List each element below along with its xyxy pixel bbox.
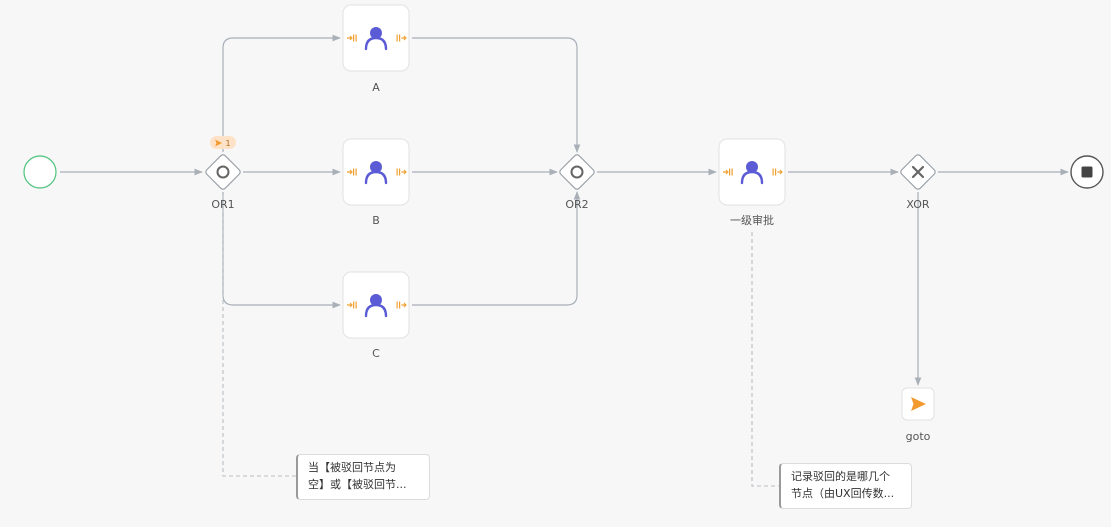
- annotation-line: 节点（由UX回传数...: [791, 487, 895, 500]
- edges: [60, 34, 1069, 386]
- annotation-line: 记录驳回的是哪几个: [791, 470, 890, 483]
- gateway-xor[interactable]: [900, 154, 937, 191]
- edge-or1-c[interactable]: [222, 192, 341, 309]
- gateway-xor-label: XOR: [906, 198, 929, 211]
- association-lines: [222, 195, 779, 487]
- edge-c-or2[interactable]: [412, 191, 581, 306]
- gateway-or2-label: OR2: [565, 198, 588, 211]
- exclusive-gateway-icon: [911, 165, 925, 179]
- inclusive-gateway-icon: [216, 165, 230, 179]
- edge-a-or2[interactable]: [412, 37, 581, 153]
- task-b-label: B: [372, 214, 380, 227]
- task-approval-label: 一级审批: [730, 213, 774, 227]
- send-icon: [911, 397, 926, 411]
- stop-icon: [1081, 166, 1093, 178]
- gateway-or1-label: OR1: [211, 198, 234, 211]
- end-event[interactable]: [1070, 155, 1104, 189]
- task-c[interactable]: [342, 271, 410, 339]
- annotation-line: 当【被驳回节点为: [308, 461, 396, 474]
- annotation-approval-note[interactable]: 记录驳回的是哪几个 节点（由UX回传数...: [779, 463, 912, 509]
- goto-label: goto: [906, 430, 931, 443]
- association-approval-note: [751, 232, 779, 487]
- task-a-label: A: [372, 81, 380, 94]
- gateway-or2[interactable]: [559, 154, 596, 191]
- gateway-or1[interactable]: [205, 154, 242, 191]
- task-approval[interactable]: [718, 138, 786, 206]
- inclusive-gateway-icon: [570, 165, 584, 179]
- annotation-line: 空】或【被驳回节...: [308, 478, 407, 491]
- edge-or1-a[interactable]: [222, 34, 341, 152]
- task-c-label: C: [372, 347, 380, 360]
- badge-count: 1: [225, 139, 230, 148]
- send-count-badge[interactable]: 1: [210, 136, 236, 149]
- association-or1-note: [222, 195, 296, 477]
- goto-node[interactable]: [901, 387, 935, 421]
- annotation-or1-note[interactable]: 当【被驳回节点为 空】或【被驳回节...: [296, 454, 430, 500]
- task-b[interactable]: [342, 138, 410, 206]
- task-a[interactable]: [342, 4, 410, 72]
- send-icon: [215, 139, 222, 147]
- start-event[interactable]: [23, 155, 57, 189]
